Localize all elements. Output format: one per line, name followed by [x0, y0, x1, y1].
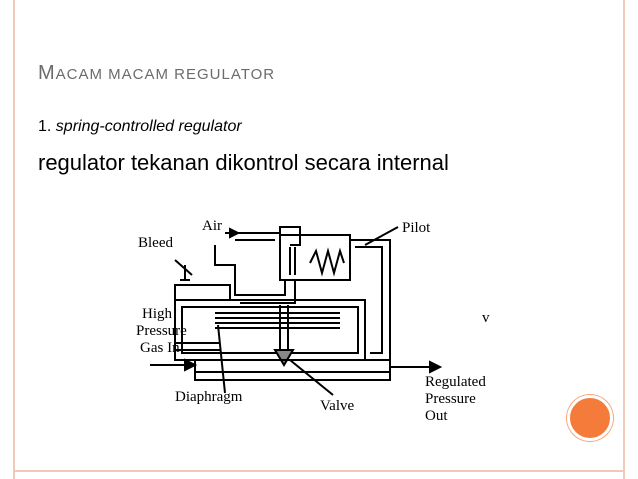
label-pilot: Pilot [402, 220, 431, 236]
title-rest: ACAM MACAM REGULATOR [55, 66, 276, 83]
regulator-diagram: Air Pilot Bleed High Pressure Gas In Dia… [136, 218, 490, 424]
frame-left-line [13, 0, 15, 479]
label-stray-mark: v [482, 310, 490, 326]
label-bleed: Bleed [138, 235, 173, 251]
title-first-letter: M [38, 62, 56, 84]
slide-title: MACAM MACAM REGULATOR [38, 62, 275, 85]
accent-circle [567, 395, 613, 441]
slide-subtitle: 1. spring-controlled regulator [38, 118, 242, 136]
subtitle-italic: spring-controlled regulator [55, 118, 242, 135]
label-diaphragm: Diaphragm [175, 389, 243, 405]
slide-body-text: regulator tekanan dikontrol secara inter… [38, 150, 449, 175]
subtitle-number: 1. [38, 118, 52, 135]
frame-bottom-line [13, 470, 625, 472]
label-valve: Valve [320, 398, 354, 414]
label-high: High [142, 306, 173, 322]
label-out: Out [425, 408, 448, 424]
frame-right-line [623, 0, 625, 479]
label-pressure-out: Pressure [425, 391, 476, 407]
label-pressure-in: Pressure [136, 323, 187, 339]
label-air: Air [202, 218, 222, 234]
label-regulated: Regulated [425, 374, 486, 390]
label-gas-in: Gas In [140, 340, 180, 356]
